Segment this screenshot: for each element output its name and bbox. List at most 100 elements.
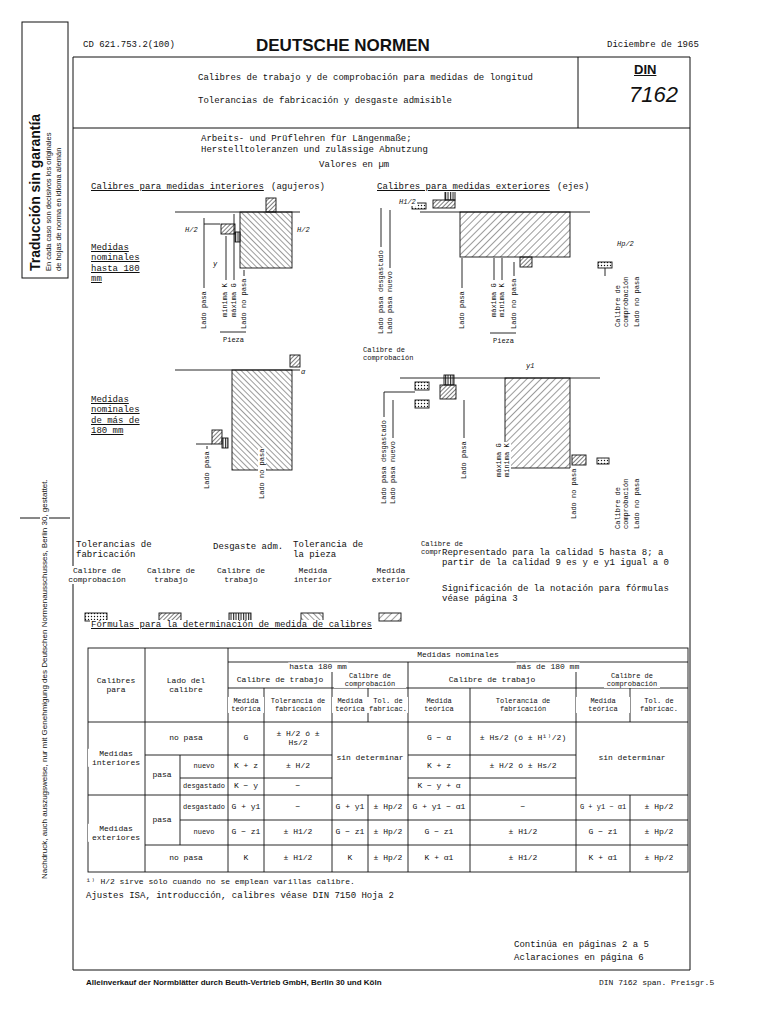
legend-swatch — [378, 612, 402, 622]
part-label: Lado pasa desgastado — [377, 249, 385, 335]
table-cell: G − z1 — [335, 827, 366, 836]
translation-note: En cada caso son decisivos los originale… — [45, 132, 54, 272]
legend-text: Medida exterior — [359, 566, 423, 584]
table-cell: K − y + α — [416, 781, 461, 790]
legend-heading: Tolerancia de la pieza — [292, 540, 379, 561]
table-cell: − — [295, 781, 302, 790]
table-cell: K + α1 — [588, 853, 619, 862]
table-cell: G − α — [426, 733, 452, 742]
table-header: más de 180 mm — [516, 662, 580, 671]
table-header: Tolerancia de fabricación — [265, 697, 331, 713]
table-cell: G − z1 — [588, 827, 619, 836]
part-label: Pieza — [492, 337, 515, 345]
part-label: Lado pasa desgastado — [380, 419, 388, 505]
part-label: Lado no pasa — [240, 278, 248, 330]
table-cell: ± H1/2 — [508, 827, 539, 836]
part-label: Lado pasa — [458, 290, 466, 330]
table-cell: ± Hp/2 — [373, 827, 404, 836]
part-label: Lado pasa — [460, 440, 468, 480]
legend-text: Calibre de comprobación — [65, 566, 129, 584]
table-cell: ± H/2 — [285, 761, 311, 770]
table-cell: sin determinar — [334, 753, 406, 762]
row-header: desgastado — [182, 782, 226, 790]
table-header: Medida teórica — [332, 697, 368, 713]
page-frame — [20, 22, 690, 970]
section-heading: Calibres para medidas exteriores — [376, 182, 551, 192]
part-label: Lado pasa — [203, 450, 211, 490]
table-header: Calibre de trabajo — [236, 675, 324, 684]
note-text: Representado para la calidad 5 hasta 8; … — [441, 548, 683, 569]
part-label: Lado pasa nuevo — [386, 270, 394, 335]
legend-heading: Tolerancias de fabricación — [75, 540, 167, 561]
table-header: Tol. de fabricac. — [368, 697, 408, 713]
table-cell: K — [347, 853, 354, 862]
row-header: desgastado — [182, 803, 226, 811]
note-text: Significación de la notación para fórmul… — [441, 584, 683, 605]
part-label: Lado no pasa — [258, 448, 266, 500]
table-cell: G − z1 — [424, 827, 455, 836]
row-header: nuevo — [192, 762, 215, 770]
row-header: no pasa — [168, 733, 204, 742]
table-header: Tolerancia de fabricación — [472, 697, 574, 713]
dimension-symbol: H/2 — [296, 226, 311, 234]
table-header: Lado del calibre — [155, 676, 217, 694]
translation-note: Traducción sin garantía — [27, 113, 43, 272]
gauge-diagram — [175, 198, 300, 332]
table-header: Calibre de trabajo — [448, 675, 536, 684]
table-cell: ± H/2 ó ± Hs/2 — [265, 729, 331, 747]
row-header: Medidas exteriores — [88, 824, 144, 842]
table-cell: K + z — [426, 761, 452, 770]
part-label: mínima K — [503, 442, 511, 478]
table-cell: − — [520, 802, 527, 811]
range-heading: Medidas nominales de más de 180 mm — [90, 395, 154, 436]
part-label: máxima G — [230, 282, 238, 318]
table-cell: K − y — [233, 781, 259, 790]
subtitle-text: Tolerancias de fabricación y desgaste ad… — [197, 96, 453, 106]
doc-code: CD 621.753.2(100) — [82, 40, 176, 50]
table-cell: ± Hp/2 — [373, 853, 404, 862]
table-cell: − — [295, 802, 302, 811]
dimension-symbol: H/2 — [184, 226, 199, 234]
continuation-note: Aclaraciones en página 6 — [513, 953, 645, 963]
dimension-symbol: y — [212, 260, 218, 268]
section-heading: Calibres para medidas interiores — [90, 182, 265, 192]
legend-heading: Desgaste adm. — [212, 542, 284, 552]
table-header: Calibre de comprobación — [334, 672, 406, 688]
continuation-note: Continúa en páginas 2 a 5 — [513, 940, 650, 950]
page-code: DIN 7162 span. Preisgr.5 — [598, 978, 715, 987]
table-cell: ± H1/2 — [283, 853, 314, 862]
publisher-heading: DEUTSCHE NORMEN — [255, 36, 431, 56]
table-cell: ± Hp/2 — [373, 802, 404, 811]
dimension-symbol: α — [300, 368, 306, 376]
part-label: Lado no pasa — [570, 468, 578, 520]
table-cell: sin determinar — [581, 753, 683, 762]
part-label: Calibre de comprobación — [614, 480, 630, 530]
table-cell: K + α1 — [424, 853, 455, 862]
footnote: Ajustes ISA, introducción, calibres véas… — [85, 891, 395, 901]
part-label: Lado pasa — [200, 290, 208, 330]
table-cell: G + y1 − α1 — [579, 803, 627, 811]
german-title: Arbeits- und Prüflehren für Längenmaße; — [200, 134, 413, 144]
legend-text: Calibre de trabajo — [209, 566, 273, 584]
legend-text: Medida interior — [281, 566, 345, 584]
table-cell: G + y1 — [231, 802, 262, 811]
table-cell: ± Hp/2 — [644, 853, 675, 862]
table-cell: ± H/2 ó ± Hs/2 — [488, 761, 557, 770]
translation-note: de hojas de norma en idioma alemán — [55, 147, 64, 272]
table-cell: G + y1 — [335, 802, 366, 811]
row-header: no pasa — [168, 853, 204, 862]
standard-number: 7162 — [628, 82, 679, 107]
footnote: ¹⁾ H/2 sirve sólo cuando no se emplean v… — [85, 877, 356, 886]
part-label: Lado no pasa — [633, 276, 641, 328]
section-heading: (ejes) — [556, 182, 590, 192]
table-cell: ± Hp/2 — [644, 802, 675, 811]
part-label: Lado no pasa — [633, 478, 641, 530]
table-cell: G + y1 − α1 — [412, 802, 467, 811]
table-cell: ± Hp/2 — [644, 827, 675, 836]
dimension-symbol: y1 — [525, 362, 535, 370]
row-header: nuevo — [192, 828, 215, 836]
dimension-symbol: H1/2 — [398, 198, 417, 206]
table-cell: G − z1 — [231, 827, 262, 836]
row-header: pasa — [151, 815, 172, 824]
table-header: Calibre de comprobación — [604, 672, 660, 688]
